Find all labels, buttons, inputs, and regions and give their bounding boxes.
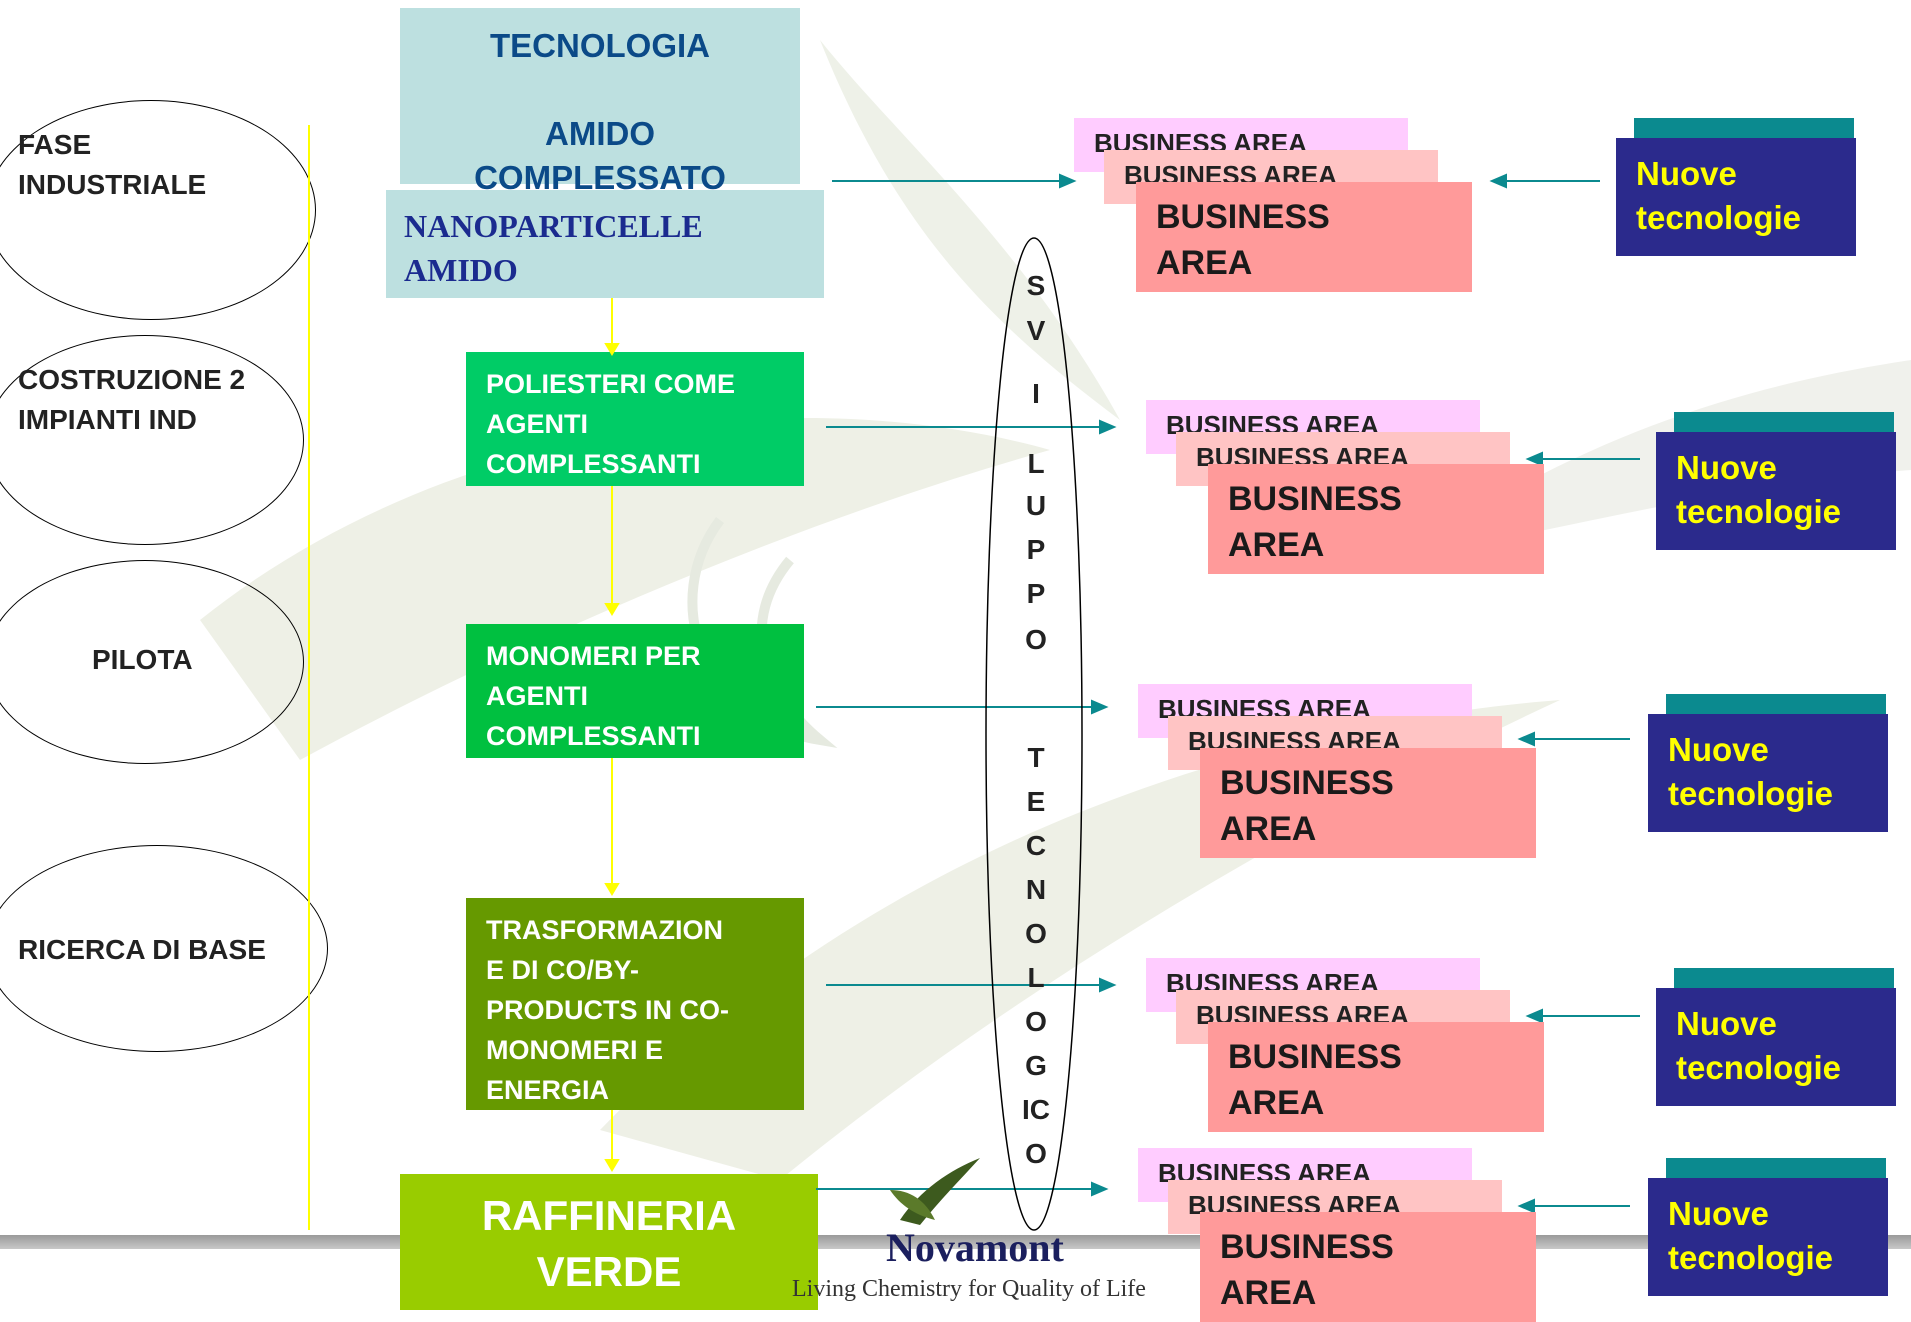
step-label-transformation: TRASFORMAZION E DI CO/BY- PRODUCTS IN CO… — [486, 915, 729, 1105]
phase-label-research: RICERCA DI BASE — [18, 934, 266, 965]
nanoparticle-box: NANOPARTICELLE AMIDO — [386, 190, 824, 298]
business-area-card: BUSINESS AREA — [1136, 182, 1472, 292]
sviluppo-letter: C — [1025, 830, 1047, 861]
sviluppo-letter: O — [1025, 1138, 1047, 1169]
new-technology-box: Nuove tecnologie — [1656, 988, 1896, 1106]
step-box-transformation: TRASFORMAZION E DI CO/BY- PRODUCTS IN CO… — [466, 898, 804, 1110]
sviluppo-letter: O — [1025, 918, 1047, 949]
sviluppo-letter: S — [1026, 270, 1046, 301]
nanoparticle-box-label: NANOPARTICELLE AMIDO — [404, 208, 703, 288]
sviluppo-letter: P — [1026, 578, 1046, 609]
business-area-card: BUSINESS AREA — [1200, 1212, 1536, 1322]
new-technology-box: Nuove tecnologie — [1648, 714, 1888, 832]
phase-ellipse-research — [0, 845, 328, 1052]
sviluppo-letter: I — [1032, 378, 1040, 409]
step-box-polyesters: POLIESTERI COME AGENTI COMPLESSANTI — [466, 352, 804, 486]
phase-label-pilot: PILOTA — [92, 644, 193, 675]
new-technology-box: Nuove tecnologie — [1616, 138, 1856, 256]
raffineria-label: RAFFINERIA VERDE — [481, 1192, 737, 1295]
phase-label-construction: COSTRUZIONE 2 IMPIANTI IND — [18, 364, 246, 435]
sviluppo-letter: L — [1027, 448, 1045, 479]
business-area-card: BUSINESS AREA — [1208, 464, 1544, 574]
step-label-polyesters: POLIESTERI COME AGENTI COMPLESSANTI — [486, 369, 736, 479]
new-technology-box: Nuove tecnologie — [1648, 1178, 1888, 1296]
phase-ellipse-industrial — [0, 100, 316, 320]
novamont-leaf-icon — [890, 1158, 980, 1225]
timeline-line — [308, 125, 310, 1230]
phase-ellipse-pilot — [0, 560, 304, 764]
sviluppo-letter: O — [1025, 1006, 1047, 1037]
novamont-logo-text: Novamont — [886, 1225, 1064, 1270]
sviluppo-letter: T — [1027, 742, 1045, 773]
sviluppo-letter: E — [1026, 786, 1046, 817]
raffineria-box: RAFFINERIA VERDE — [400, 1174, 818, 1310]
sviluppo-letter: O — [1025, 624, 1047, 655]
business-area-card: BUSINESS AREA — [1208, 1022, 1544, 1132]
step-box-monomers: MONOMERI PER AGENTI COMPLESSANTI — [466, 624, 804, 758]
sviluppo-letter: N — [1025, 874, 1047, 905]
business-area-card: BUSINESS AREA — [1200, 748, 1536, 858]
phase-label-industrial: FASE INDUSTRIALE — [18, 129, 207, 200]
sviluppo-letter: G — [1025, 1050, 1047, 1081]
sviluppo-letter: P — [1026, 534, 1046, 565]
technology-box-label: TECNOLOGIA AMIDO COMPLESSATO — [474, 27, 726, 196]
sviluppo-letter: IC — [1022, 1094, 1050, 1125]
new-technology-box: Nuove tecnologie — [1656, 432, 1896, 550]
technology-box: TECNOLOGIA AMIDO COMPLESSATO — [400, 8, 800, 196]
sviluppo-letter: V — [1026, 315, 1046, 346]
novamont-tagline: Living Chemistry for Quality of Life — [792, 1276, 1146, 1302]
phase-ellipse-construction — [0, 335, 304, 545]
step-label-monomers: MONOMERI PER AGENTI COMPLESSANTI — [486, 641, 701, 751]
sviluppo-letter: L — [1027, 962, 1045, 993]
sviluppo-letter: U — [1025, 490, 1047, 521]
